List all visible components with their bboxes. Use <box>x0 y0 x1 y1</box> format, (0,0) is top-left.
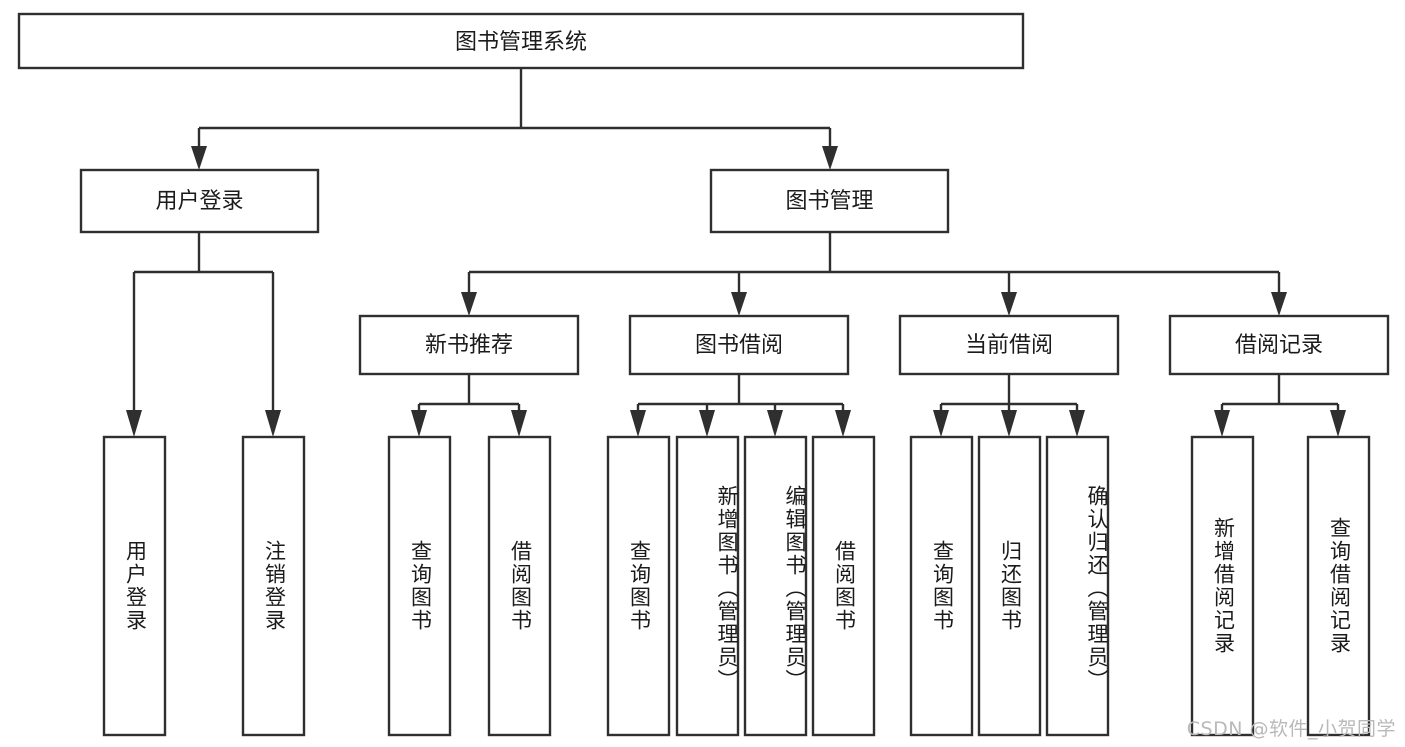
node-current-borrow-box[interactable] <box>898 314 1120 376</box>
node-user-login-label: 用户登录 <box>155 189 243 214</box>
arrow-head-leaf-query-book-2 <box>630 410 646 437</box>
arrow-head-leaf-query-record <box>1330 410 1346 437</box>
arrow-head-leaf-edit-book <box>767 410 783 437</box>
node-book-borrow-box[interactable] <box>628 314 850 376</box>
leaf-node-group <box>102 435 1371 737</box>
arrow-head-leaf-user-login <box>126 410 142 437</box>
node-new-book-recommend[interactable]: 新书推荐 <box>358 314 580 376</box>
node-leaf-query-book-3-box[interactable] <box>909 435 974 737</box>
node-root-label: 图书管理系统 <box>455 30 587 55</box>
node-borrow-record-label: 借阅记录 <box>1235 333 1323 358</box>
node-leaf-user-logout-box[interactable] <box>241 435 306 737</box>
node-leaf-add-record-box[interactable] <box>1190 435 1255 737</box>
node-leaf-edit-book-box[interactable] <box>743 435 808 737</box>
node-user-login-box[interactable] <box>79 168 320 234</box>
connector-group <box>126 68 1346 437</box>
node-borrow-record-box[interactable] <box>1168 314 1390 376</box>
arrow-head-leaf-user-logout <box>265 410 281 437</box>
arrow-head-leaf-add-book <box>699 410 715 437</box>
node-leaf-confirm-return-box[interactable] <box>1045 435 1110 737</box>
arrow-head-leaf-query-book-3 <box>933 410 949 437</box>
node-leaf-user-login-box[interactable] <box>102 435 167 737</box>
arrow-head-user-login <box>191 146 207 170</box>
node-leaf-query-record-box[interactable] <box>1306 435 1371 737</box>
node-current-borrow[interactable]: 当前借阅 <box>898 314 1120 376</box>
arrow-head-leaf-borrow-book-2 <box>835 410 851 437</box>
csdn-watermark: CSDN @软件_小贺同学 <box>1186 718 1396 740</box>
arrow-head-borrow-record <box>1271 292 1287 316</box>
node-book-management-label: 图书管理 <box>785 189 873 214</box>
arrow-head-current-borrow <box>1001 292 1017 316</box>
arrow-head-leaf-confirm-return <box>1069 410 1085 437</box>
node-user-login[interactable]: 用户登录 <box>79 168 320 234</box>
arrow-head-new-book-recommend <box>461 292 477 316</box>
node-borrow-record[interactable]: 借阅记录 <box>1168 314 1390 376</box>
arrow-head-leaf-return-book <box>1001 410 1017 437</box>
node-new-book-recommend-label: 新书推荐 <box>425 333 513 358</box>
arrow-head-leaf-query-book-1 <box>411 410 427 437</box>
node-book-borrow[interactable]: 图书借阅 <box>628 314 850 376</box>
arrow-head-book-borrow <box>731 292 747 316</box>
arrow-head-book-management <box>822 146 838 170</box>
node-leaf-query-book-2-box[interactable] <box>606 435 671 737</box>
node-leaf-borrow-book-2-box[interactable] <box>811 435 876 737</box>
node-new-book-recommend-box[interactable] <box>358 314 580 376</box>
node-root[interactable]: 图书管理系统 <box>17 12 1025 70</box>
node-root-box[interactable] <box>17 12 1025 70</box>
node-current-borrow-label: 当前借阅 <box>965 333 1053 358</box>
node-leaf-return-book-box[interactable] <box>977 435 1042 737</box>
node-leaf-query-book-1-box[interactable] <box>387 435 452 737</box>
node-book-management-box[interactable] <box>709 168 950 234</box>
arrow-head-leaf-borrow-book-1 <box>511 410 527 437</box>
node-leaf-add-book-box[interactable] <box>675 435 740 737</box>
node-book-management[interactable]: 图书管理 <box>709 168 950 234</box>
node-book-borrow-label: 图书借阅 <box>695 333 783 358</box>
node-leaf-borrow-book-1-box[interactable] <box>487 435 552 737</box>
arrow-head-leaf-add-record <box>1214 410 1230 437</box>
